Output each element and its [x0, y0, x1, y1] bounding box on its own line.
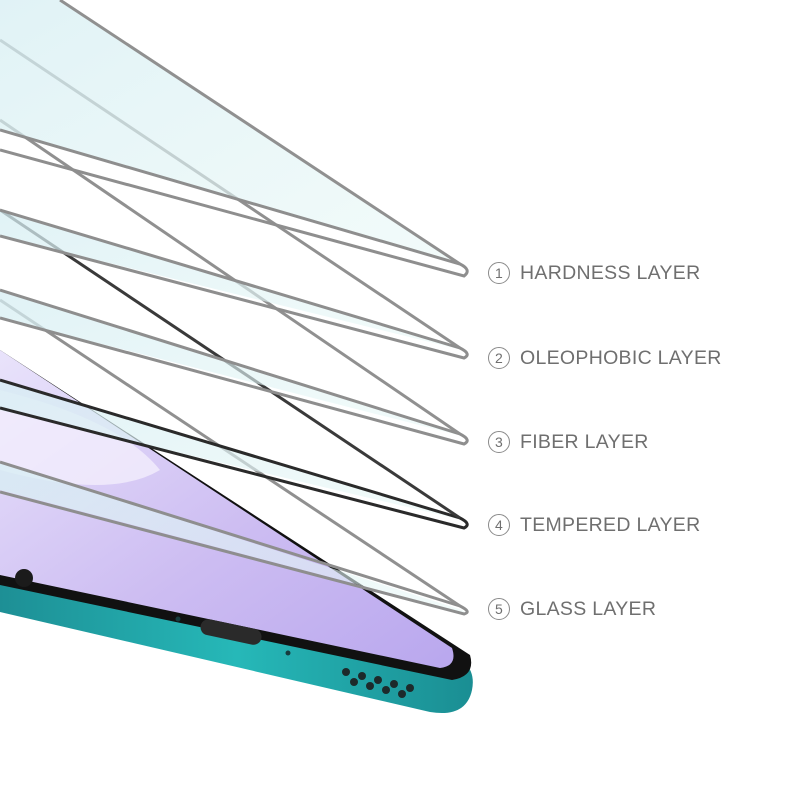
circled-number-3: 3 [488, 431, 510, 453]
usb-port [200, 619, 262, 645]
port-dot [175, 616, 181, 622]
layer-label-oleophobic: 2 OLEOPHOBIC LAYER [488, 343, 722, 373]
layer-name: GLASS LAYER [520, 597, 657, 620]
layer-name: TEMPERED LAYER [520, 513, 701, 536]
layer-label-glass: 5 GLASS LAYER [488, 594, 656, 624]
circled-number-5: 5 [488, 598, 510, 620]
port-dot [285, 650, 291, 656]
layer-label-fiber: 3 FIBER LAYER [488, 427, 649, 457]
phone [0, 350, 473, 714]
circled-number-1: 1 [488, 262, 510, 284]
layer-label-tempered: 4 TEMPERED LAYER [488, 510, 700, 540]
circled-number-4: 4 [488, 514, 510, 536]
layer-name: OLEOPHOBIC LAYER [520, 346, 722, 369]
headphone-jack [15, 569, 33, 587]
circled-number-2: 2 [488, 347, 510, 369]
layer-label-hardness: 1 HARDNESS LAYER [488, 258, 700, 288]
speaker-grille [342, 668, 414, 698]
layer-name: HARDNESS LAYER [520, 261, 701, 284]
layer-name: FIBER LAYER [520, 430, 649, 453]
glass-layer-1 [0, 0, 469, 278]
